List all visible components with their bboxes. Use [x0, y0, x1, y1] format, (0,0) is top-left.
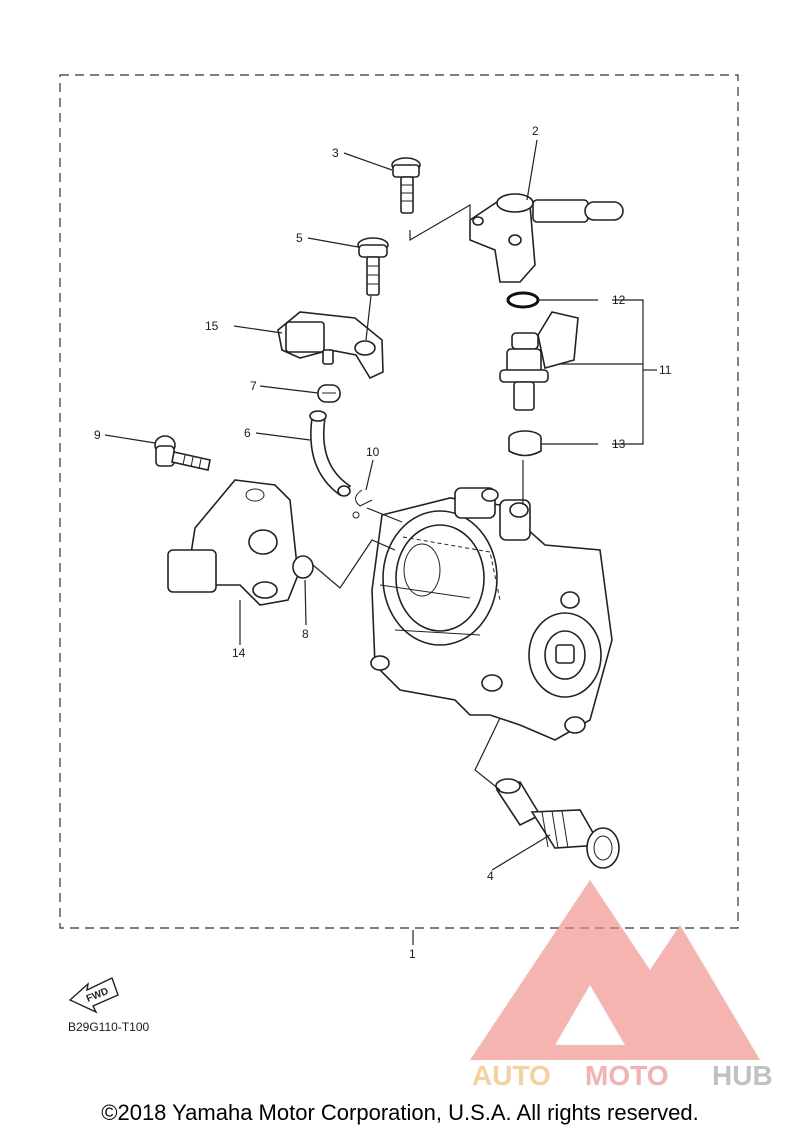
- watermark-moto: MOTO: [585, 1060, 668, 1091]
- watermark-logo-icon: [470, 880, 760, 1060]
- part-6-hose: [309, 410, 352, 497]
- part-10-clip: [352, 489, 373, 519]
- part-11-injector: [499, 311, 579, 411]
- part-12-o-ring: [506, 291, 540, 309]
- watermark-auto: AUTO: [472, 1060, 551, 1091]
- callout-4: 4: [487, 869, 494, 883]
- part-9-bolt: [154, 435, 211, 471]
- callout-5: 5: [296, 231, 303, 245]
- callout-15: 15: [205, 319, 219, 333]
- part-7-clamp: [317, 384, 341, 403]
- part-5-bolt: [357, 237, 389, 296]
- automotohub-watermark: AUTO MOTO HUB: [470, 880, 773, 1091]
- callout-8: 8: [302, 627, 309, 641]
- leader-lines: [104, 139, 657, 945]
- callout-13: 13: [612, 437, 626, 451]
- part-code: B29G110-T100: [68, 1020, 149, 1034]
- part-1-throttle-body: [370, 487, 613, 741]
- assembly-boundary: [59, 74, 739, 929]
- part-2-sensor-bracket: [469, 193, 624, 283]
- part-8-o-ring: [292, 555, 314, 579]
- callout-3: 3: [332, 146, 339, 160]
- callout-6: 6: [244, 426, 251, 440]
- callout-11: 11: [659, 363, 672, 377]
- callout-9: 9: [94, 428, 101, 442]
- part-14-throttle-sensor: [167, 479, 299, 606]
- watermark-hub: HUB: [712, 1060, 773, 1091]
- part-3-bolt: [391, 157, 421, 214]
- part-13-seal: [508, 430, 542, 457]
- copyright-notice: ©2018 Yamaha Motor Corporation, U.S.A. A…: [101, 1100, 699, 1125]
- callout-14: 14: [232, 646, 246, 660]
- part-4-sensor: [495, 778, 620, 869]
- part-15-pressure-sensor: [277, 311, 384, 380]
- callout-7: 7: [250, 379, 257, 393]
- callout-labels: 1 2 3 4 5 6 7 8 9 10 11 12 13 14 15: [94, 124, 672, 961]
- callout-2: 2: [532, 124, 539, 138]
- callout-10: 10: [366, 445, 380, 459]
- fwd-arrow-icon: FWD: [68, 977, 119, 1014]
- callout-1: 1: [409, 947, 416, 961]
- callout-12: 12: [612, 293, 626, 307]
